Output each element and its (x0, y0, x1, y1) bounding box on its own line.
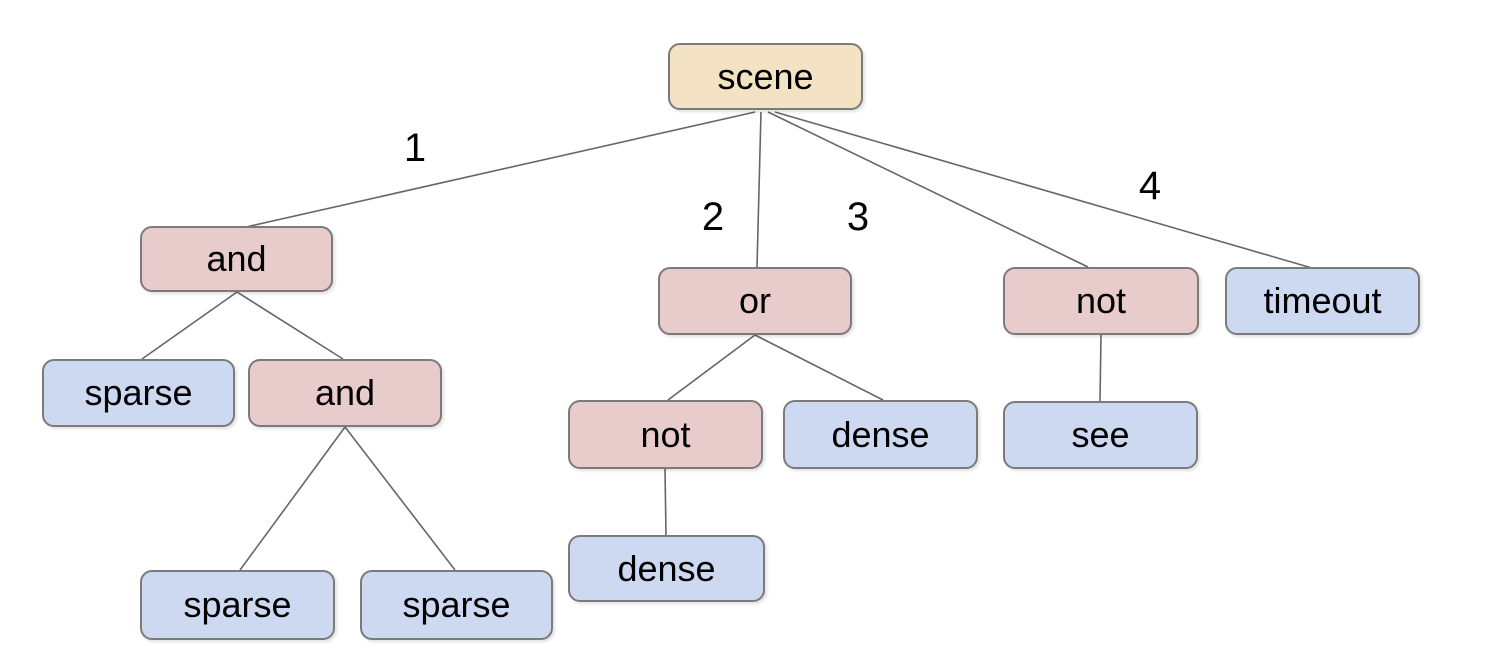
node-label: or (738, 280, 771, 321)
node-and-1: and (140, 226, 333, 292)
node-label: sparse (84, 372, 193, 413)
node-sparse-3: sparse (360, 570, 553, 640)
edge-label-2: 2 (701, 195, 725, 239)
node-not-2: not (568, 400, 763, 469)
node-or: or (658, 267, 852, 335)
node-label: and (206, 238, 267, 279)
edge-or-to-not-2 (667, 334, 756, 401)
node-label: see (1071, 414, 1130, 455)
edge-scene-to-timeout (774, 111, 1313, 269)
node-see: see (1003, 401, 1198, 469)
node-timeout: timeout (1225, 267, 1420, 335)
node-label: scene (717, 55, 814, 97)
node-not-1: not (1003, 267, 1199, 335)
node-label: dense (831, 413, 930, 455)
edge-label-1: 1 (403, 126, 427, 170)
node-label: not (640, 413, 691, 455)
edge-and-1-to-and-2 (236, 291, 344, 360)
node-label: dense (617, 547, 716, 589)
node-sparse-1: sparse (42, 359, 235, 427)
edge-and-1-to-sparse-1 (141, 291, 238, 360)
edge-label-3: 3 (846, 195, 870, 239)
edge-not-1-to-see (1099, 334, 1102, 402)
node-label: and (314, 372, 376, 413)
node-dense-2: dense (568, 535, 765, 602)
edge-and-2-to-sparse-3 (344, 426, 456, 571)
node-dense-1: dense (783, 400, 978, 469)
edge-scene-to-not-1 (767, 111, 1089, 268)
node-label: not (1075, 280, 1127, 321)
edge-label-4: 4 (1138, 164, 1162, 208)
node-label: sparse (402, 584, 511, 625)
edge-scene-to-and-1 (245, 111, 756, 228)
node-scene: scene (668, 43, 863, 110)
node-label: sparse (183, 584, 292, 625)
edge-and-2-to-sparse-2 (239, 426, 346, 571)
node-label: timeout (1263, 280, 1382, 321)
node-sparse-2: sparse (140, 570, 335, 640)
edge-or-to-dense-1 (754, 334, 884, 401)
edge-not-2-to-dense-2 (664, 468, 667, 536)
edge-scene-to-or (756, 111, 762, 268)
node-and-2: and (248, 359, 442, 427)
